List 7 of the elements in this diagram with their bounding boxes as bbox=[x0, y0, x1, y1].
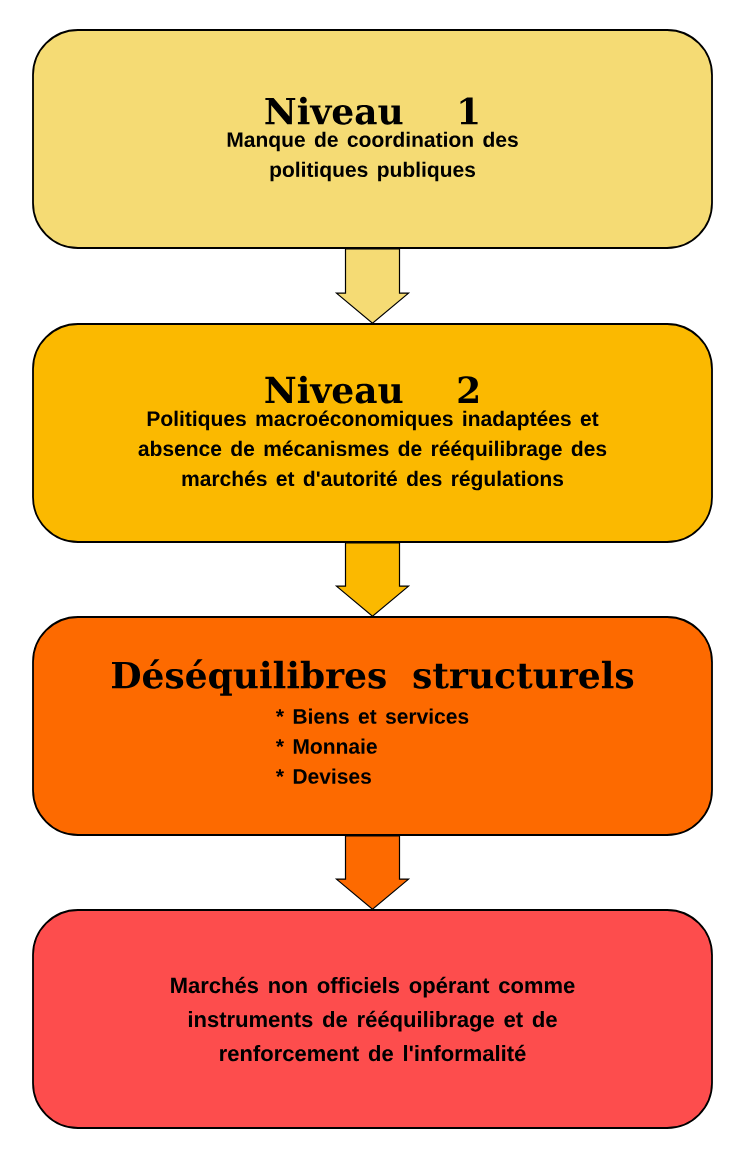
process-box: Marchés non officiels opérant comme instruments de rééquilibrage et de renforcement de l'informalité bbox=[32, 909, 713, 1129]
process-box: Déséquilibres structurels * Biens et services * Monnaie * Devises bbox=[32, 616, 713, 836]
process-box: Niveau 1 Manque de coordination des politiques publiques bbox=[32, 29, 713, 249]
block-arrow bbox=[334, 542, 411, 617]
block-arrow bbox=[334, 835, 411, 910]
process-box: Niveau 2 Politiques macroéconomiques inadaptées et absence de mécanismes de rééquilibrage des marchés et d'autorité des régulations bbox=[32, 323, 713, 543]
block-arrow bbox=[334, 248, 411, 324]
